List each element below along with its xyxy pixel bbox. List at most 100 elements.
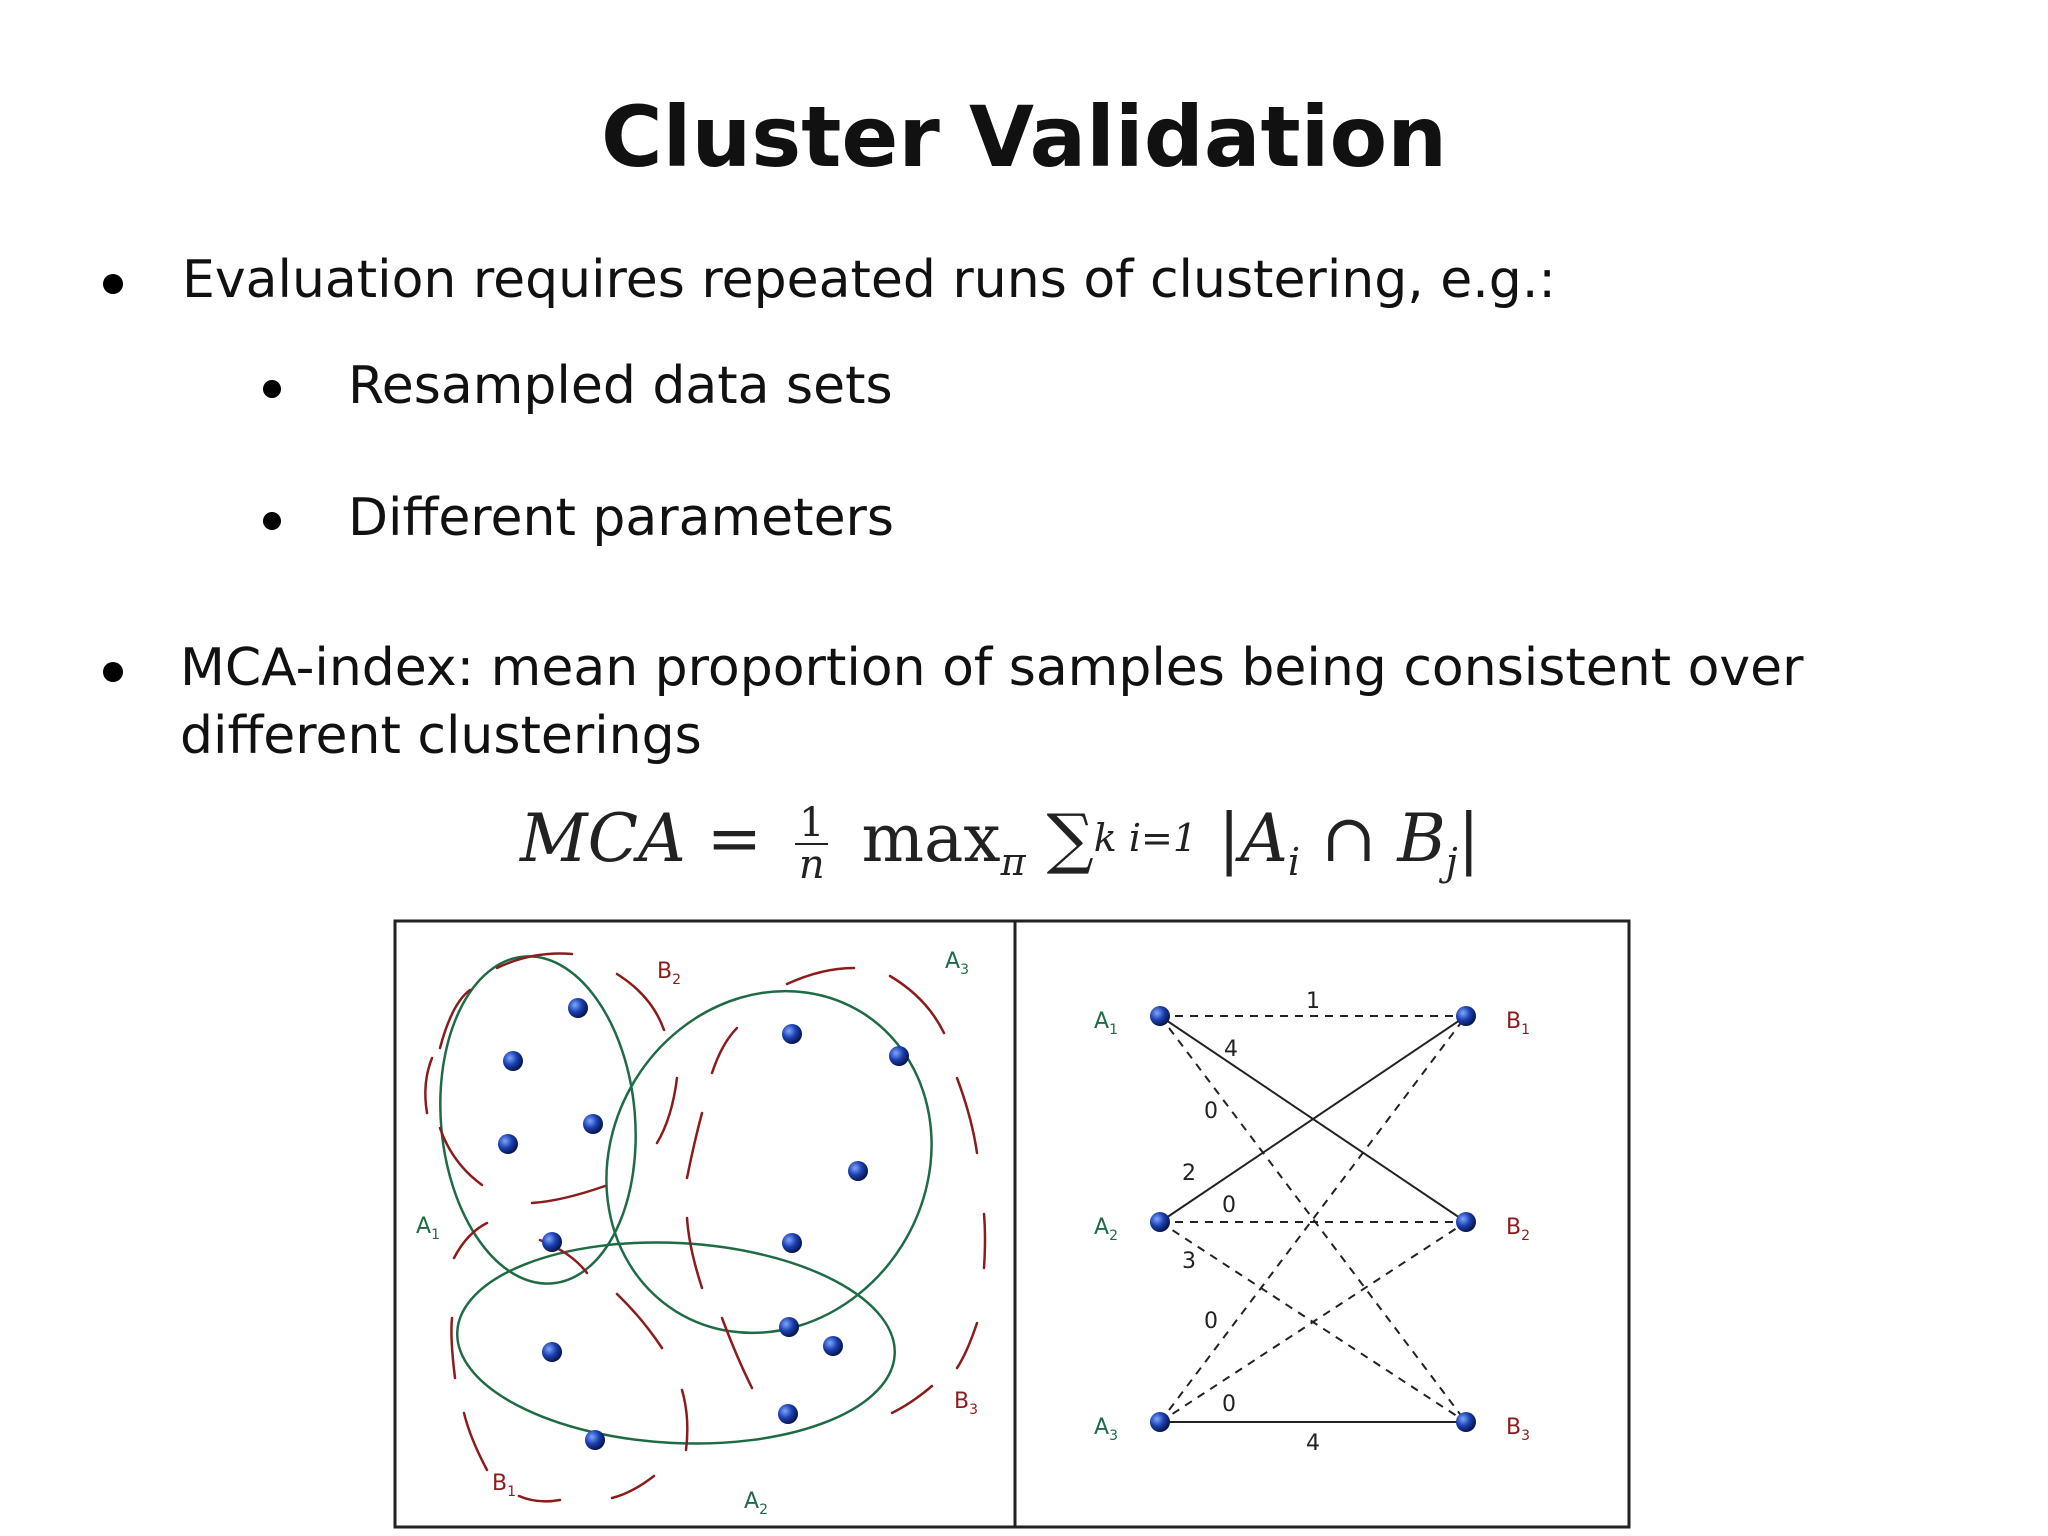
formula-cap: ∩	[1321, 800, 1377, 877]
cluster-b2-arc	[530, 1184, 607, 1205]
formula-a: A	[1240, 800, 1288, 877]
edge-a2-b1	[1159, 1015, 1467, 1223]
weight-a2-b1: 2	[1182, 1161, 1196, 1186]
label-b2: B2	[657, 959, 681, 988]
label-a2: A2	[744, 1489, 768, 1518]
cluster-b3-arc	[890, 1384, 934, 1415]
formula-eq: =	[706, 800, 763, 877]
formula-max: max	[861, 800, 1001, 877]
slide-title: Cluster Validation	[601, 88, 1447, 186]
cluster-b3-arc	[710, 1026, 739, 1075]
data-point	[542, 1232, 562, 1252]
data-point	[782, 1233, 802, 1253]
cluster-b3-arc	[982, 1212, 987, 1270]
node-b2	[1456, 1212, 1476, 1232]
formula-sum-limits: k i=1	[1094, 818, 1197, 858]
formula-b-sub: j	[1445, 840, 1458, 885]
formula-sum: ∑	[1046, 800, 1094, 877]
data-point	[778, 1404, 798, 1424]
weight-a3-b3: 4	[1306, 1431, 1320, 1456]
cluster-b1-arc	[517, 1494, 562, 1503]
sub-bullet-2-dot	[263, 512, 281, 530]
data-point	[848, 1161, 868, 1181]
formula-abs-close: |	[1457, 800, 1480, 877]
weight-a1-b1: 1	[1306, 989, 1320, 1014]
data-point	[585, 1430, 605, 1450]
cluster-b3-arc	[955, 1321, 979, 1370]
fraction-numerator: 1	[795, 803, 829, 845]
data-point	[779, 1317, 799, 1337]
weight-a3-b1: 0	[1204, 1309, 1218, 1334]
cluster-b3-arc	[888, 974, 946, 1035]
bipartite-nodes	[1150, 1006, 1476, 1432]
formula-max-sub: π	[1000, 840, 1026, 885]
weight-a1-b2: 4	[1224, 1037, 1238, 1062]
weight-a1-b3: 0	[1204, 1099, 1218, 1124]
node-label-a3: A3	[1094, 1415, 1118, 1444]
data-point	[782, 1024, 802, 1044]
node-label-a2: A2	[1094, 1215, 1118, 1244]
cluster-b1-arc	[610, 1474, 656, 1500]
edge-a3-b1	[1159, 1015, 1467, 1423]
cluster-b2-arc	[438, 1126, 484, 1187]
formula-fraction: 1 n	[795, 803, 829, 888]
bullet-1-text: Evaluation requires repeated runs of clu…	[182, 250, 1556, 310]
node-label-b1: B1	[1506, 1009, 1530, 1038]
data-points	[498, 998, 909, 1450]
sum-sup: k	[1093, 816, 1117, 860]
bipartite-edges	[1159, 1015, 1467, 1423]
sub-bullet-2-text: Different parameters	[348, 488, 895, 548]
label-b1: B1	[492, 1471, 516, 1500]
data-point	[498, 1134, 518, 1154]
data-point	[583, 1114, 603, 1134]
data-point	[889, 1046, 909, 1066]
cluster-b1-arc	[450, 1316, 457, 1380]
sub-bullet-1-text: Resampled data sets	[348, 356, 893, 416]
cluster-b2-arc	[424, 1056, 434, 1115]
formula-lhs: MCA	[520, 800, 686, 877]
sum-sub: i=1	[1128, 816, 1198, 860]
node-label-b2: B2	[1506, 1215, 1530, 1244]
formula-abs-open: |	[1218, 800, 1241, 877]
data-point	[568, 998, 588, 1018]
sub-bullet-1-dot	[263, 380, 281, 398]
cluster-b1-arc	[452, 1221, 489, 1260]
bullet-2-dot	[103, 662, 123, 682]
label-a3: A3	[945, 949, 969, 978]
cluster-b2-arc	[655, 1076, 679, 1145]
cluster-b3-arc	[685, 1216, 704, 1290]
node-b3	[1456, 1412, 1476, 1432]
fraction-denominator: n	[798, 842, 825, 888]
label-b3: B3	[954, 1389, 978, 1418]
data-point	[823, 1336, 843, 1356]
node-a2	[1150, 1212, 1170, 1232]
bullet-1-dot	[103, 274, 123, 294]
weight-a3-b2: 0	[1222, 1392, 1236, 1417]
formula-b: B	[1397, 800, 1446, 877]
cluster-a2-ellipse	[455, 1241, 897, 1445]
right-panel-frame	[1013, 919, 1631, 1529]
cluster-b2-arc	[615, 972, 666, 1032]
mca-formula: MCA = 1 n maxπ ∑ k i=1 |Ai ∩ Bj|	[520, 800, 1480, 900]
cluster-b2-arc	[495, 952, 574, 970]
edge-a3-b2	[1159, 1221, 1467, 1423]
node-a1	[1150, 1006, 1170, 1026]
node-a3	[1150, 1412, 1170, 1432]
weight-a2-b2: 0	[1222, 1193, 1236, 1218]
cluster-a3-ellipse	[605, 989, 933, 1335]
cluster-b2-arc	[438, 988, 472, 1050]
cluster-b1-arc	[462, 1411, 489, 1472]
node-b1	[1456, 1006, 1476, 1026]
data-point	[503, 1051, 523, 1071]
node-label-b3: B3	[1506, 1415, 1530, 1444]
data-point	[542, 1342, 562, 1362]
formula-a-sub: i	[1287, 840, 1301, 885]
cluster-b1-arc	[615, 1292, 664, 1350]
node-label-a1: A1	[1094, 1009, 1118, 1038]
cluster-b3-arc	[685, 1111, 704, 1180]
cluster-b1-arc	[680, 1388, 689, 1452]
cluster-b3-arc	[720, 1316, 754, 1390]
bullet-2-text-line2: different clusterings	[180, 706, 702, 766]
cluster-b3-arc	[955, 1076, 979, 1155]
cluster-figure: B2 A3 A1 B3 B1 A2 A1 A2 A3 B1 B2 B3 1 4 …	[393, 919, 1631, 1529]
